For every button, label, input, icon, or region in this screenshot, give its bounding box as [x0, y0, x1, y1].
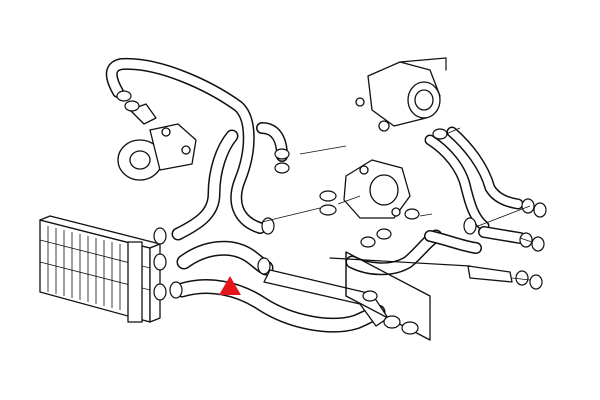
hose-clamp — [261, 217, 275, 235]
hose-clamp — [257, 257, 271, 275]
hose-clamp — [515, 270, 529, 286]
hose-clamp — [116, 90, 132, 102]
hose-clamp — [383, 315, 401, 329]
hose-clamp — [521, 198, 535, 214]
hose-clamp — [432, 128, 448, 140]
hose-clamp — [362, 290, 378, 302]
hose-clamp — [531, 236, 545, 252]
assembly-leader-lines — [261, 127, 533, 281]
throttle-body — [355, 57, 447, 132]
hose-clamp — [169, 281, 183, 299]
hose-clamp — [124, 100, 140, 112]
upper-radiator-hose — [176, 240, 274, 276]
hose-clamp — [401, 321, 419, 335]
expansion-tank-hose — [424, 230, 482, 254]
hose-clamp — [319, 190, 337, 202]
upper-bypass-hose — [105, 57, 266, 234]
heater-hose-upper — [424, 134, 490, 232]
hose-clamp — [153, 253, 167, 271]
hose-clamp — [529, 274, 543, 290]
radiator — [39, 215, 161, 323]
hose-clamp — [404, 208, 420, 220]
hose-clamp — [376, 228, 392, 240]
red-arrow-indicator — [219, 276, 241, 295]
water-pump — [117, 103, 197, 181]
hose-clamp — [319, 204, 337, 216]
hose-clamp — [153, 283, 167, 301]
hose-clamp — [274, 148, 290, 160]
mounting-bracket — [345, 251, 431, 341]
hose-clamp — [274, 162, 290, 174]
thermostat-housing — [343, 159, 411, 219]
hose-clamp — [153, 227, 167, 245]
hose-clamp — [463, 217, 477, 235]
hose-clamp — [533, 202, 547, 218]
heater-hose-lower — [446, 126, 524, 210]
short-straight-hose — [478, 226, 526, 244]
lower-radiator-hose — [174, 278, 386, 333]
hose-clamps — [116, 90, 547, 335]
hose-clamp — [360, 236, 376, 248]
pump-outlet-hose — [171, 129, 239, 241]
